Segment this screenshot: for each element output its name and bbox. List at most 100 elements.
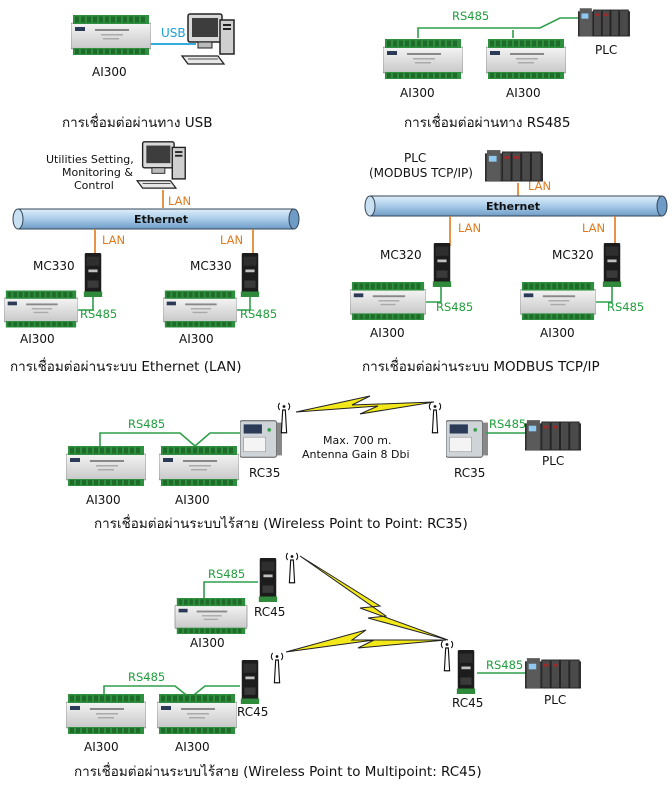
ai300-label: AI300 <box>370 326 405 340</box>
ai300-label: AI300 <box>86 493 121 507</box>
modbus-caption: การเชื่อมต่อผ่านระบบ MODBUS TCP/IP <box>362 357 600 375</box>
lightning-icon <box>299 555 449 641</box>
ai300-label: AI300 <box>179 332 214 346</box>
ethernet-section: Utilities Setting, Monitoring & Control … <box>4 141 300 375</box>
lan-label: LAN <box>528 179 551 193</box>
ethernet-label: Ethernet <box>486 200 540 213</box>
gateway-icon <box>602 243 622 287</box>
rs485-label: RS485 <box>489 417 526 431</box>
ai300-label: AI300 <box>175 740 210 754</box>
rs485-section: RS485 PLC AI300 AI300 การเชื่อมต่อผ่านทา… <box>383 8 630 131</box>
lan-label: LAN <box>168 194 191 208</box>
gateway-icon <box>258 558 278 602</box>
ai300-label: AI300 <box>84 740 119 754</box>
ethernet-label: Ethernet <box>134 213 188 226</box>
module-icon <box>66 446 146 486</box>
rc45-label: RC45 <box>254 605 285 619</box>
plc-label: PLC <box>544 693 566 707</box>
module-icon <box>383 39 463 79</box>
gateway-icon <box>83 253 103 297</box>
gateway-icon <box>432 243 452 287</box>
plc-icon <box>525 658 581 689</box>
mc330-label: MC330 <box>190 259 232 273</box>
module-icon <box>66 694 146 734</box>
rs485-label: RS485 <box>240 307 277 321</box>
pc-caption-line: Monitoring & <box>62 166 133 179</box>
module-icon <box>157 694 237 734</box>
ethernet-caption: การเชื่อมต่อผ่านระบบ Ethernet (LAN) <box>10 357 241 375</box>
ai300-label: AI300 <box>400 86 435 100</box>
computer-icon <box>181 13 235 65</box>
gateway-icon <box>240 253 260 297</box>
rs485-label: RS485 <box>607 300 644 314</box>
antenna-icon <box>428 402 442 434</box>
lightning-icon <box>295 395 435 415</box>
pc-caption-line: Utilities Setting, <box>46 153 134 166</box>
usb-section: USB AI300 การเชื่อมต่อผ่านทาง USB <box>62 13 235 131</box>
module-icon <box>486 39 566 79</box>
plc-icon <box>485 150 543 182</box>
mc320-label: MC320 <box>380 248 422 262</box>
lan-label: LAN <box>458 221 481 235</box>
lan-label: LAN <box>582 221 605 235</box>
rc45-label: RC45 <box>452 696 483 710</box>
wireless-mp-section: RS485 AI300 RC45 RS485 AI300 AI300 RC45 … <box>66 552 581 780</box>
pc-caption-line: Control <box>74 179 114 192</box>
rs485-bus-line <box>417 17 583 38</box>
module-icon <box>350 282 426 320</box>
lan-label: LAN <box>220 233 243 247</box>
ethernet-bus: Ethernet <box>364 195 668 217</box>
range-label: Max. 700 m. <box>323 434 391 447</box>
antenna-icon <box>270 652 284 684</box>
rc45-label: RC45 <box>237 705 268 719</box>
antenna-icon <box>440 640 454 672</box>
rs485-label: RS485 <box>80 307 117 321</box>
wireless-mp-caption: การเชื่อมต่อผ่านระบบไร้สาย (Wireless Poi… <box>74 762 482 780</box>
usb-caption: การเชื่อมต่อผ่านทาง USB <box>62 113 212 131</box>
usb-label: USB <box>161 26 186 40</box>
rs485-caption: การเชื่อมต่อผ่านทาง RS485 <box>404 113 570 131</box>
wireless-p2p-section: RS485 AI300 AI300 RC35 Max. 700 m. Anten… <box>66 395 581 532</box>
gateway-icon <box>240 660 260 704</box>
lightning-icon <box>285 629 447 653</box>
ai300-label: AI300 <box>506 86 541 100</box>
module-icon <box>4 290 78 328</box>
ai300-label: AI300 <box>92 65 127 79</box>
antenna-icon <box>285 552 299 584</box>
rc35-label: RC35 <box>249 466 280 480</box>
rs485-label: RS485 <box>452 9 489 23</box>
plc-icon <box>525 420 581 451</box>
wireless-p2p-caption: การเชื่อมต่อผ่านระบบไร้สาย (Wireless Poi… <box>94 514 468 532</box>
mc330-label: MC330 <box>33 259 75 273</box>
computer-icon <box>136 141 186 189</box>
modbus-section: PLC (MODBUS TCP/IP) LAN Ethernet LAN LAN… <box>350 150 668 375</box>
radio-icon <box>446 420 488 458</box>
radio-icon <box>240 420 282 458</box>
rc35-label: RC35 <box>454 466 485 480</box>
plc-label: PLC <box>542 454 564 468</box>
ethernet-bus: Ethernet <box>12 208 300 230</box>
gateway-icon <box>456 650 476 694</box>
plc-icon <box>578 8 630 37</box>
ai300-label: AI300 <box>540 326 575 340</box>
antenna-gain-label: Antenna Gain 8 Dbi <box>302 448 410 461</box>
ai300-label: AI300 <box>175 493 210 507</box>
rs485-label: RS485 <box>208 567 245 581</box>
mc320-label: MC320 <box>552 248 594 262</box>
rs485-label: RS485 <box>486 658 523 672</box>
module-icon <box>174 598 248 634</box>
module-icon <box>71 15 151 55</box>
module-icon <box>159 446 239 486</box>
module-icon <box>520 282 596 320</box>
plc-label: (MODBUS TCP/IP) <box>369 166 473 180</box>
module-icon <box>163 290 237 328</box>
ai300-label: AI300 <box>190 636 225 650</box>
rs485-label: RS485 <box>436 300 473 314</box>
plc-label: PLC <box>404 151 426 165</box>
rs485-label: RS485 <box>128 417 165 431</box>
rs485-label: RS485 <box>128 670 165 684</box>
plc-label: PLC <box>595 43 617 57</box>
lan-label: LAN <box>102 233 125 247</box>
ai300-label: AI300 <box>20 332 55 346</box>
